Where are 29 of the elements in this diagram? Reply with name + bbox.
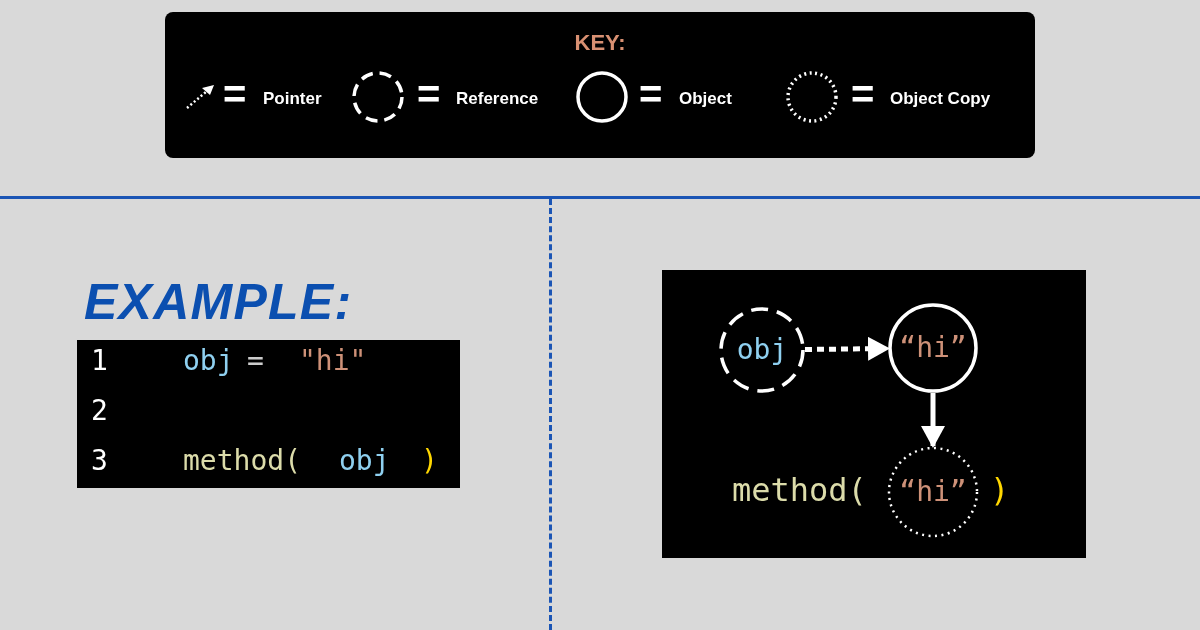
copy-circle: “hi” bbox=[887, 446, 979, 538]
code-token: ) bbox=[421, 444, 438, 478]
line-number: 3 bbox=[91, 444, 108, 478]
legend-label: Object Copy bbox=[890, 88, 991, 110]
line-number: 2 bbox=[91, 394, 108, 428]
equals-sign: = bbox=[639, 74, 663, 114]
code-token: method( bbox=[183, 444, 301, 478]
legend-label: Pointer bbox=[263, 88, 322, 110]
equals-sign: = bbox=[223, 74, 247, 114]
line-number: 1 bbox=[91, 344, 108, 378]
key-heading: KEY: bbox=[573, 29, 627, 57]
equals-sign: = bbox=[851, 74, 875, 114]
code-token: "hi" bbox=[299, 344, 367, 378]
equals-sign: = bbox=[417, 74, 441, 114]
object-circle: “hi” bbox=[888, 303, 978, 393]
code-token: = bbox=[247, 344, 264, 378]
code-token: obj bbox=[183, 344, 234, 378]
key-panel bbox=[165, 12, 1035, 158]
code-token: obj bbox=[339, 444, 390, 478]
arrow bbox=[804, 336, 890, 361]
legend-label: Reference bbox=[456, 88, 539, 110]
example-heading: EXAMPLE: bbox=[84, 273, 353, 332]
code-text: method( bbox=[732, 470, 867, 510]
code-panel bbox=[77, 340, 460, 488]
reference-circle: obj bbox=[719, 307, 805, 393]
diagram-panel bbox=[662, 270, 1086, 558]
legend-label: Object bbox=[679, 88, 732, 110]
code-text: ) bbox=[990, 470, 1010, 510]
arrow bbox=[921, 393, 945, 448]
